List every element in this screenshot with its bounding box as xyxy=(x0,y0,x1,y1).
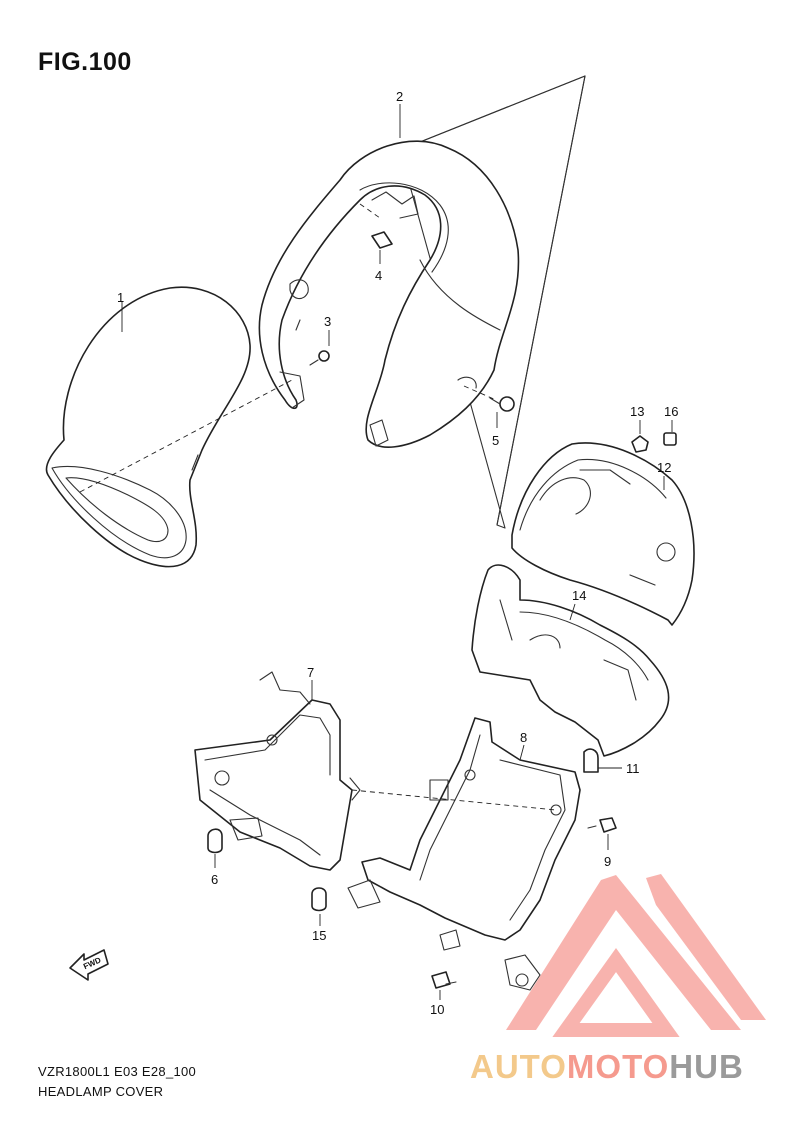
callout-11: 11 xyxy=(626,761,640,776)
figure-title: FIG.100 xyxy=(38,48,132,76)
callout-10: 10 xyxy=(430,1002,444,1017)
part-15-nut xyxy=(311,887,327,912)
part-1-headlamp-housing xyxy=(45,286,251,568)
callout-7: 7 xyxy=(307,665,314,680)
callout-13: 13 xyxy=(630,404,644,419)
part-13-nut xyxy=(631,435,649,453)
model-code: VZR1800L1 E03 E28_100 xyxy=(38,1064,197,1079)
part-2-headlamp-cover xyxy=(258,140,520,448)
part-7-bracket xyxy=(194,671,361,871)
callout-14: 14 xyxy=(572,588,586,603)
callout-4: 4 xyxy=(375,268,382,283)
part-5-screw xyxy=(489,396,515,412)
watermark-text-hub: HUB xyxy=(669,1048,744,1085)
callout-2: 2 xyxy=(396,89,403,104)
watermark-text-moto: MOTO xyxy=(566,1048,670,1085)
part-3-screw xyxy=(309,350,330,366)
callout-9: 9 xyxy=(604,854,611,869)
callout-6: 6 xyxy=(211,872,218,887)
part-10-bolt xyxy=(431,971,457,989)
watermark-text-auto: AUTO xyxy=(470,1048,567,1085)
callout-8: 8 xyxy=(520,730,527,745)
part-9-bolt xyxy=(587,817,617,833)
callout-12: 12 xyxy=(657,460,671,475)
callout-5: 5 xyxy=(492,433,499,448)
part-11-rubber-mount xyxy=(583,748,599,773)
callout-16: 16 xyxy=(664,404,678,419)
fwd-arrow-icon: FWD xyxy=(69,949,109,981)
figure-name: HEADLAMP COVER xyxy=(38,1084,164,1099)
part-4-clip xyxy=(371,231,393,249)
part-16-nut xyxy=(663,432,677,446)
part-6-nut xyxy=(207,828,223,854)
watermark-logo-icon xyxy=(506,874,766,1037)
part-14-inner-panel xyxy=(471,564,670,757)
callout-15: 15 xyxy=(312,928,326,943)
part-8-bracket xyxy=(347,717,581,991)
callout-3: 3 xyxy=(324,314,331,329)
callout-1: 1 xyxy=(117,290,124,305)
watermark-text: AUTOMOTOHUB xyxy=(470,1048,744,1086)
part-12-inner-cover xyxy=(511,442,695,626)
